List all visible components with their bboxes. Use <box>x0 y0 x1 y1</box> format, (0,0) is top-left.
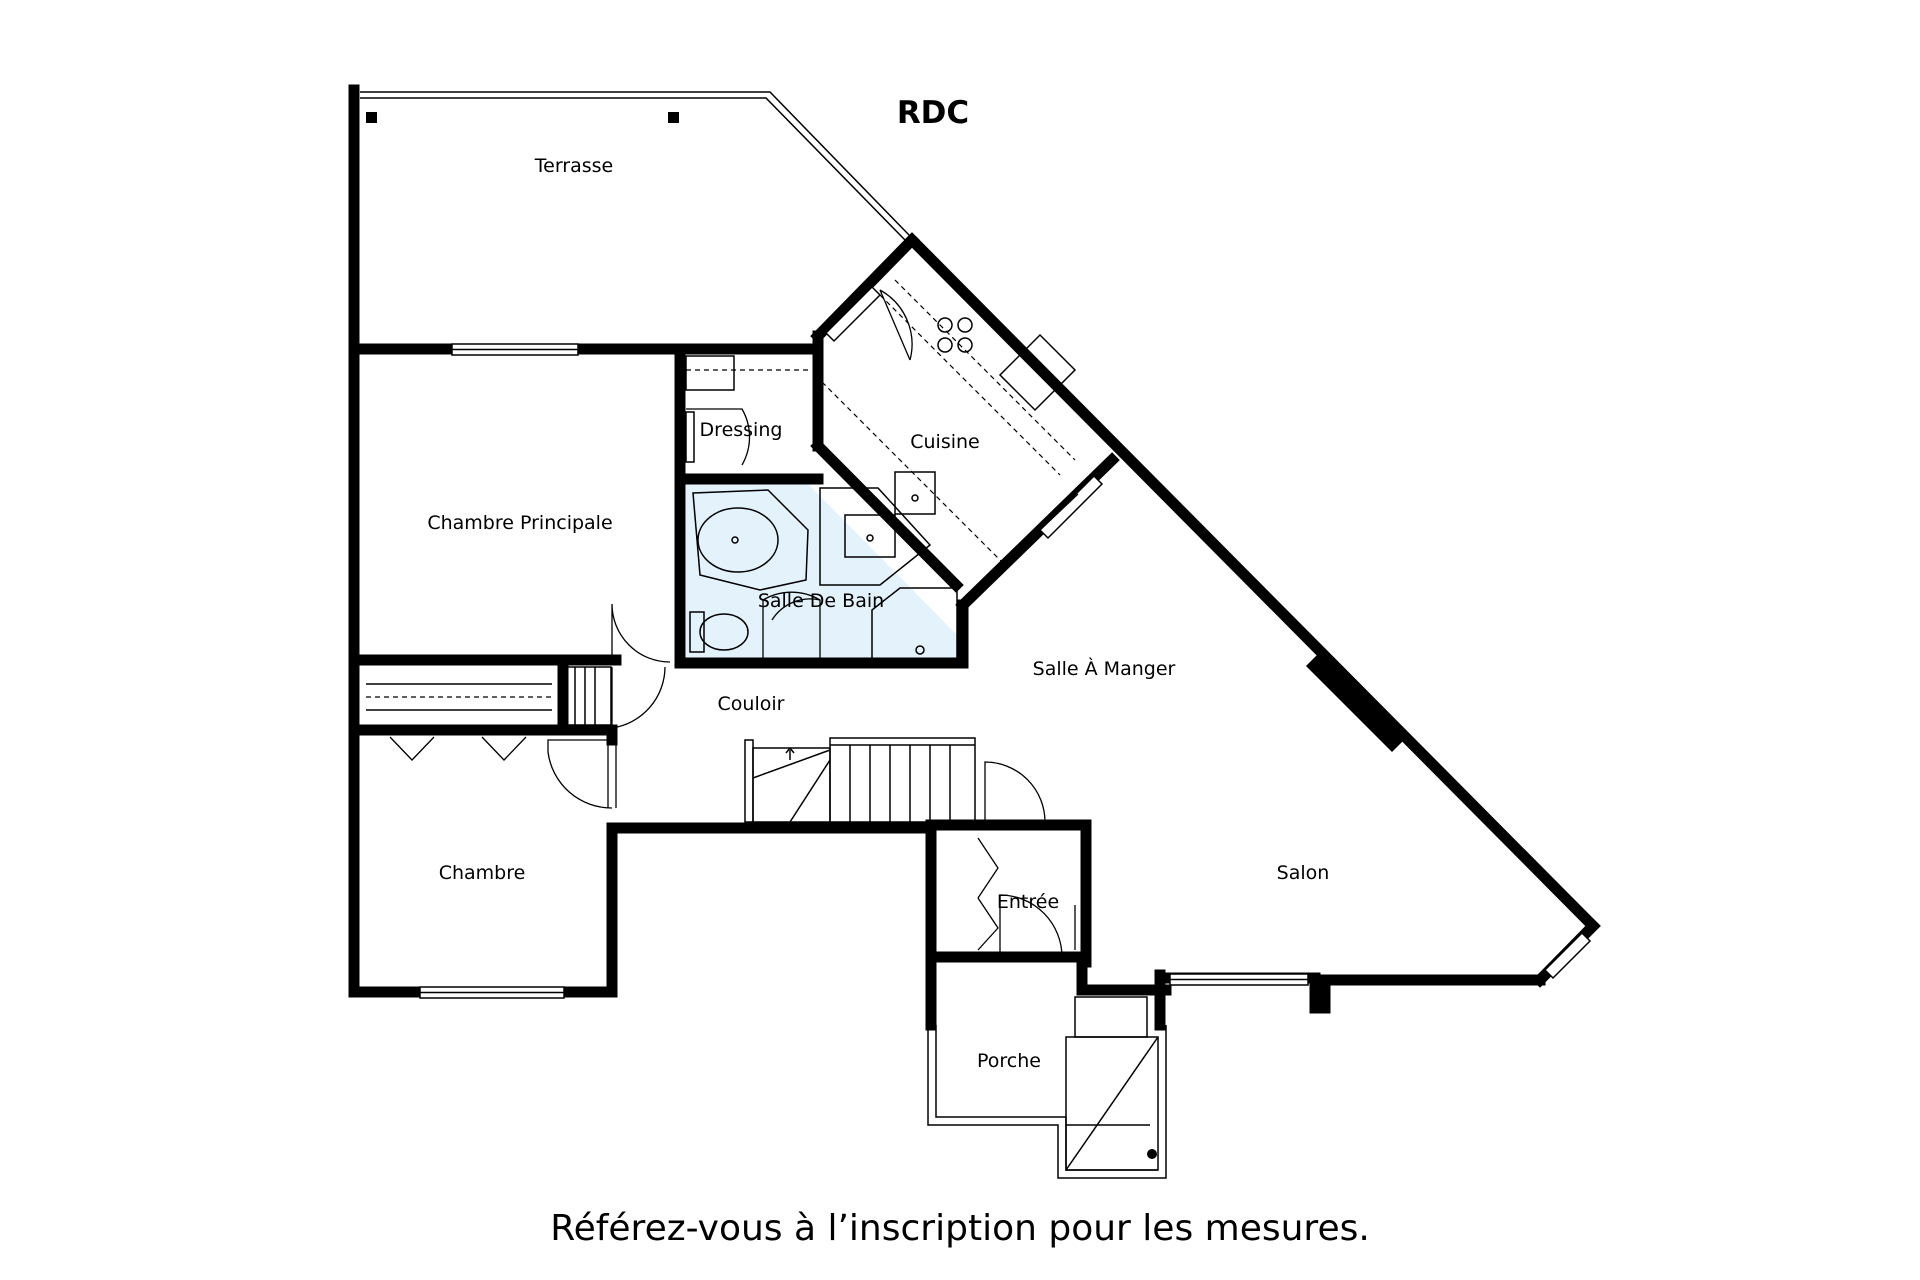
room-label-dressing: Dressing <box>700 419 783 441</box>
room-label-salle-a-manger: Salle À Manger <box>1033 657 1176 680</box>
room-label-chambre: Chambre <box>439 862 526 884</box>
toilet-icon <box>689 611 749 653</box>
cooktop-icon <box>937 317 973 353</box>
bathtub-icon <box>692 489 809 591</box>
kitchen-fixtures <box>821 279 1077 566</box>
room-label-salon: Salon <box>1277 862 1330 884</box>
doors <box>366 289 1079 958</box>
walls <box>348 84 1601 1031</box>
bathroom-fixtures <box>689 487 958 664</box>
labels: RDC Terrasse Chambre Principale Dressing… <box>427 95 1329 1072</box>
floor-title: RDC <box>897 95 969 131</box>
kitchen-sink-icon <box>894 471 936 515</box>
dressing-fixtures <box>685 355 812 391</box>
room-label-salle-de-bain: Salle De Bain <box>758 590 884 612</box>
porch-outline <box>927 996 1167 1179</box>
bathroom-sink-icon <box>819 487 932 586</box>
room-label-terrasse: Terrasse <box>534 155 614 177</box>
room-label-chambre-principale: Chambre Principale <box>427 512 612 534</box>
terrace-outline <box>360 91 911 241</box>
room-label-cuisine: Cuisine <box>910 431 980 453</box>
room-label-entree: Entrée <box>997 891 1059 913</box>
room-label-porche: Porche <box>977 1050 1041 1072</box>
bathroom-fill <box>686 484 962 663</box>
room-label-couloir: Couloir <box>718 693 785 715</box>
measurement-caption: Référez-vous à l’inscription pour les me… <box>550 1208 1370 1249</box>
stairs <box>565 666 976 823</box>
